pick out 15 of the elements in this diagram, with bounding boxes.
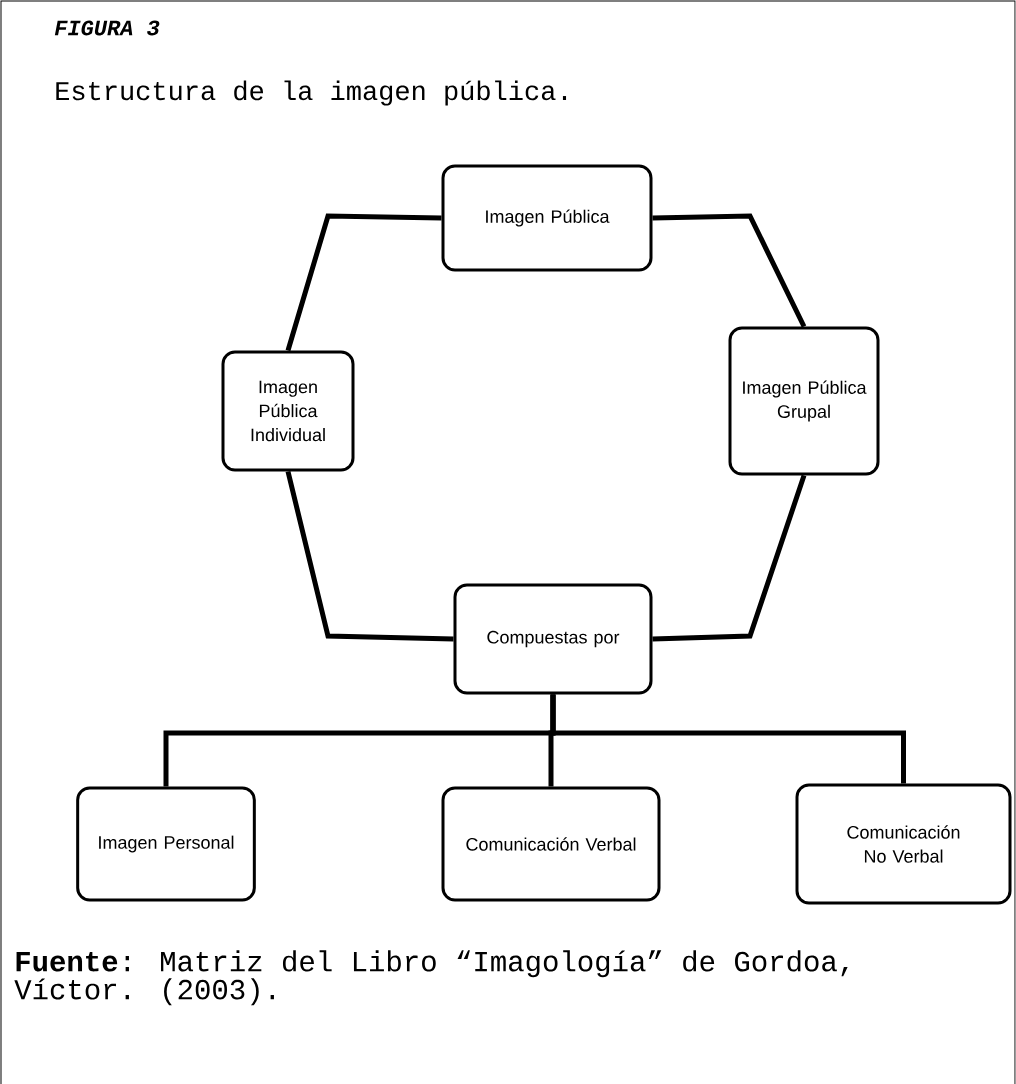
process-box: Compuestas por [453, 583, 653, 695]
connector-line [285, 213, 442, 352]
process-box: Imagen Personal [76, 786, 256, 902]
source-note: Fuente: Matriz del Libro “Imagología” de Gordoa, Víctor. (2003). [14, 950, 848, 1006]
process-box: Comunicación Verbal [441, 786, 661, 902]
connector-line [652, 474, 807, 642]
process-box: Imagen Pública Individual [221, 350, 355, 472]
figure-title: FIGURA 3 [54, 20, 160, 36]
process-box: Comunicación No Verbal [795, 783, 1012, 905]
process-box: Imagen Pública [441, 164, 653, 272]
figure-caption: Estructura de la imagen pública. [56, 80, 567, 106]
connector-line [550, 694, 906, 784]
connector-line [652, 213, 807, 328]
process-box: Imagen Pública Grupal [728, 326, 880, 476]
connector-line [285, 470, 454, 642]
